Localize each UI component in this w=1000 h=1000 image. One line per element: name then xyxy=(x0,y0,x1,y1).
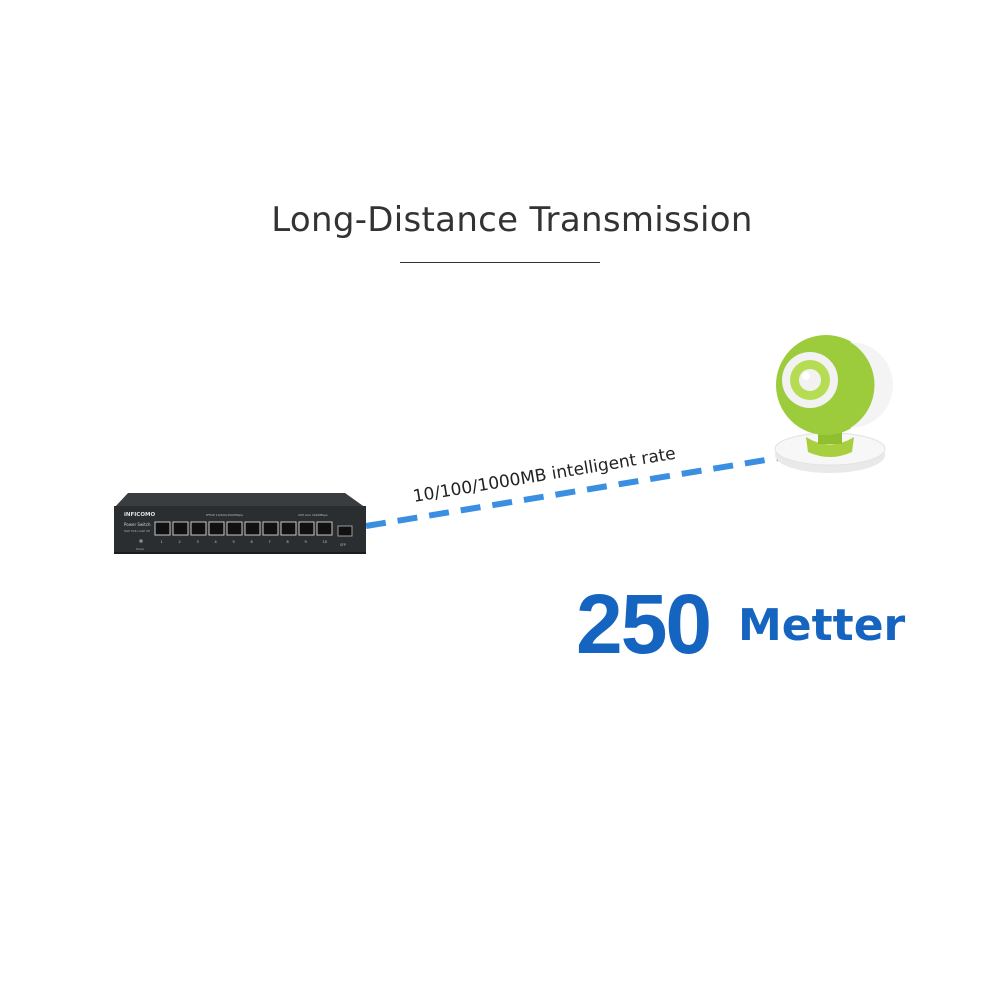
port-number: 10 xyxy=(323,540,327,544)
port-number: 5 xyxy=(233,540,235,544)
page-title: Long-Distance Transmission xyxy=(271,200,753,240)
webcam-icon xyxy=(774,335,893,473)
power-label: Power xyxy=(136,547,145,551)
sfp-label: SFP xyxy=(340,543,346,547)
sfp-port xyxy=(337,525,353,537)
switch-ports: 1 2 3 4 5 6 7 8 9 10 xyxy=(154,521,333,544)
ethernet-port xyxy=(154,521,171,536)
distance-number: 250 xyxy=(576,577,712,671)
cable-link xyxy=(365,455,779,529)
rate-label: 10/100/1000MB intelligent rate xyxy=(412,444,678,507)
port-number: 6 xyxy=(251,540,253,544)
ethernet-port xyxy=(280,521,297,536)
switch-brand: iNFICOMO xyxy=(124,512,155,518)
port-number: 3 xyxy=(197,540,199,544)
title-underline xyxy=(400,262,600,263)
port-number: 4 xyxy=(215,540,218,544)
power-led xyxy=(139,539,143,543)
port-number: 7 xyxy=(269,540,271,544)
ethernet-port xyxy=(226,521,243,536)
uplink-group-label: 2UP Link 1000Mbps xyxy=(298,513,328,517)
port-number: 9 xyxy=(305,540,307,544)
ethernet-port xyxy=(244,521,261,536)
port-number: 2 xyxy=(179,540,181,544)
switch-model-line2: 8GE PoE+2GE UP xyxy=(124,529,150,533)
distance-unit: Metter xyxy=(738,600,906,651)
ethernet-port xyxy=(190,521,207,536)
poe-group-label: 8*PoE 10/100/1000Mbps xyxy=(206,513,243,517)
ethernet-port xyxy=(298,521,315,536)
ethernet-port xyxy=(172,521,189,536)
port-number: 8 xyxy=(287,540,289,544)
ethernet-port xyxy=(316,521,333,536)
network-switch-icon: iNFICOMO Power Switch 8GE PoE+2GE UP 8*P… xyxy=(114,493,366,554)
switch-model-line1: Power Switch xyxy=(124,522,151,527)
ethernet-port xyxy=(208,521,225,536)
port-number: 1 xyxy=(161,540,163,544)
ethernet-port xyxy=(262,521,279,536)
